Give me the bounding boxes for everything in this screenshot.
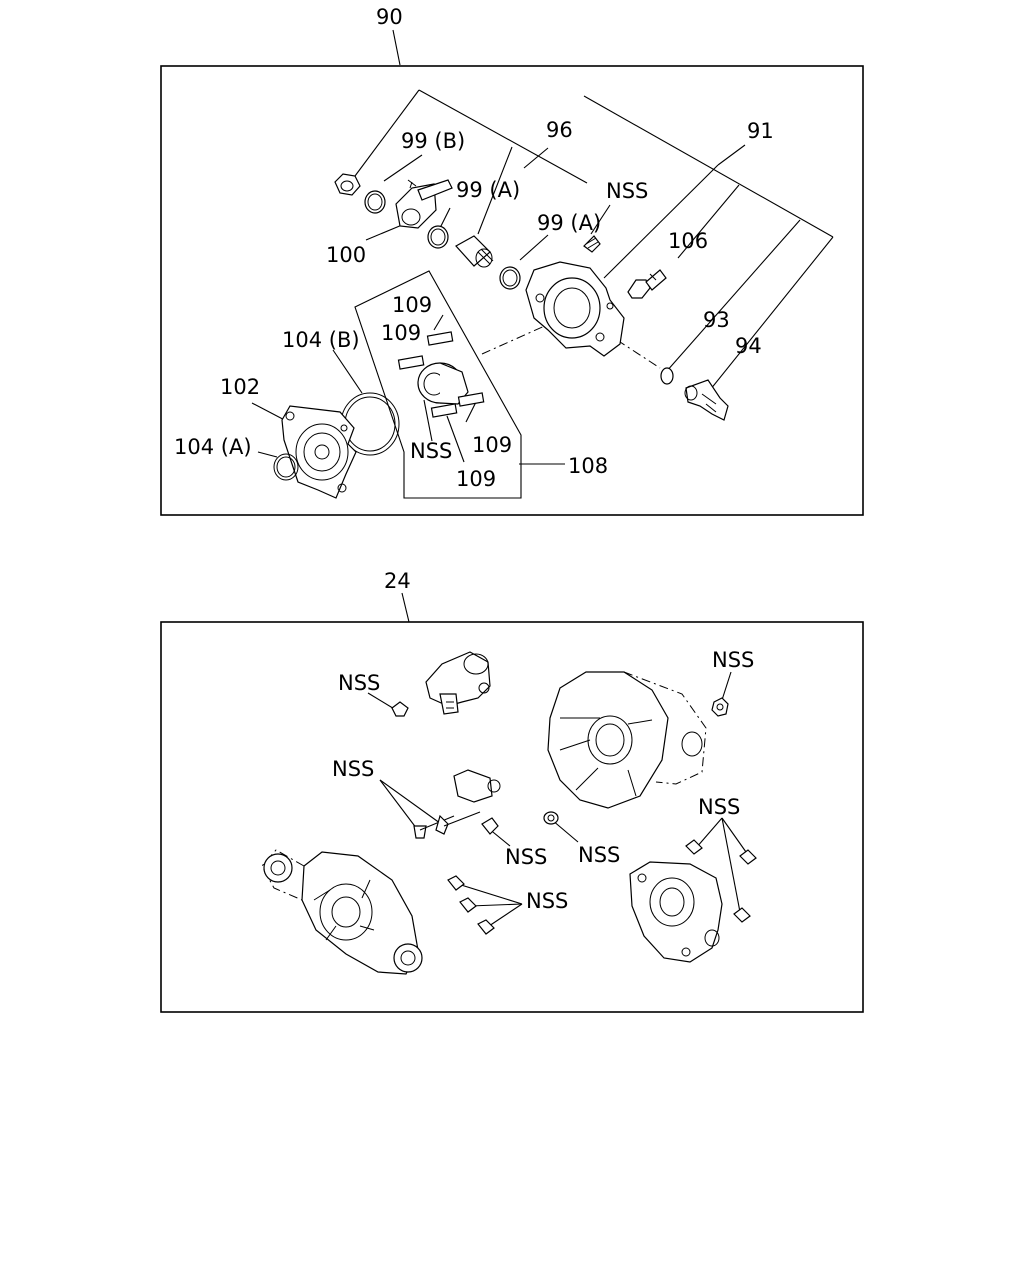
callout-nss-b[interactable]: NSS [712, 648, 754, 672]
vane-109-4[interactable] [457, 392, 485, 407]
upper-assembly: 90 [160, 5, 864, 516]
callout-108[interactable]: 108 [568, 454, 608, 478]
pump-body-91[interactable] [525, 261, 625, 357]
callout-109-c[interactable]: 109 [472, 433, 512, 457]
vane-109-2[interactable] [397, 355, 425, 370]
callout-109-b[interactable]: 109 [381, 321, 421, 345]
bolt-nss-c2[interactable] [435, 811, 481, 835]
stud-nss-f1[interactable] [447, 875, 465, 891]
vane-109-1[interactable] [426, 331, 454, 346]
vane-109-3[interactable] [430, 403, 458, 418]
callout-nss-rotor[interactable]: NSS [410, 439, 452, 463]
callout-104b[interactable]: 104 (B) [282, 328, 360, 352]
callout-104a[interactable]: 104 (A) [174, 435, 252, 459]
callout-nss-a[interactable]: NSS [338, 671, 380, 695]
assembly-ref-24[interactable]: 24 [384, 569, 411, 593]
nut-nss-b[interactable] [711, 697, 729, 717]
screw-nss-top[interactable] [583, 235, 601, 253]
bolt-106[interactable] [627, 269, 667, 299]
screw-nss-g1[interactable] [685, 839, 703, 855]
sensor-part[interactable] [453, 769, 501, 803]
callout-nss-f[interactable]: NSS [578, 843, 620, 867]
callout-nss-d[interactable]: NSS [698, 795, 740, 819]
fitting-part[interactable] [334, 173, 361, 196]
stud-nss-f3[interactable] [477, 919, 495, 935]
banjo-fitting-100[interactable] [395, 179, 453, 229]
washer-nss-e[interactable] [543, 811, 559, 825]
callout-99b[interactable]: 99 (B) [401, 129, 465, 153]
callout-94[interactable]: 94 [735, 334, 762, 358]
callout-109-d[interactable]: 109 [456, 467, 496, 491]
screw-nss-a[interactable] [391, 701, 409, 717]
front-housing[interactable] [261, 849, 423, 975]
callout-99a-2[interactable]: 99 (A) [537, 211, 601, 235]
callout-99a-1[interactable]: 99 (A) [456, 178, 520, 202]
rotor-108[interactable] [417, 362, 469, 405]
assembly-ref-90[interactable]: 90 [376, 5, 403, 29]
screw-nss-d[interactable] [481, 817, 499, 835]
callout-nss-c[interactable]: NSS [332, 757, 374, 781]
callout-96[interactable]: 96 [546, 118, 573, 142]
kit-108-outline [354, 270, 522, 499]
stud-nss-f2[interactable] [459, 897, 477, 913]
screw-nss-g2[interactable] [739, 849, 757, 865]
o-ring-104a[interactable] [273, 453, 299, 481]
callout-nss-e[interactable]: NSS [505, 845, 547, 869]
connector-94[interactable] [684, 379, 729, 421]
rear-housing[interactable] [547, 671, 707, 809]
screw-nss-g3[interactable] [733, 907, 751, 923]
callout-91[interactable]: 91 [747, 119, 774, 143]
callout-102[interactable]: 102 [220, 375, 260, 399]
washer-93[interactable] [660, 367, 674, 385]
solenoid-part[interactable] [425, 651, 491, 715]
lower-assembly: 24 [160, 569, 864, 1013]
callout-nss-g[interactable]: NSS [526, 889, 568, 913]
cover-plate-102[interactable] [281, 405, 357, 499]
lower-frame [160, 621, 864, 1013]
callout-nss-top[interactable]: NSS [606, 179, 648, 203]
callout-109-a[interactable]: 109 [392, 293, 432, 317]
mounting-bracket[interactable] [629, 861, 723, 963]
callout-100[interactable]: 100 [326, 243, 366, 267]
connector-96[interactable] [455, 235, 494, 268]
callout-93[interactable]: 93 [703, 308, 730, 332]
bolt-nss-c1[interactable] [413, 815, 455, 839]
callout-106[interactable]: 106 [668, 229, 708, 253]
upper-frame [160, 65, 864, 516]
